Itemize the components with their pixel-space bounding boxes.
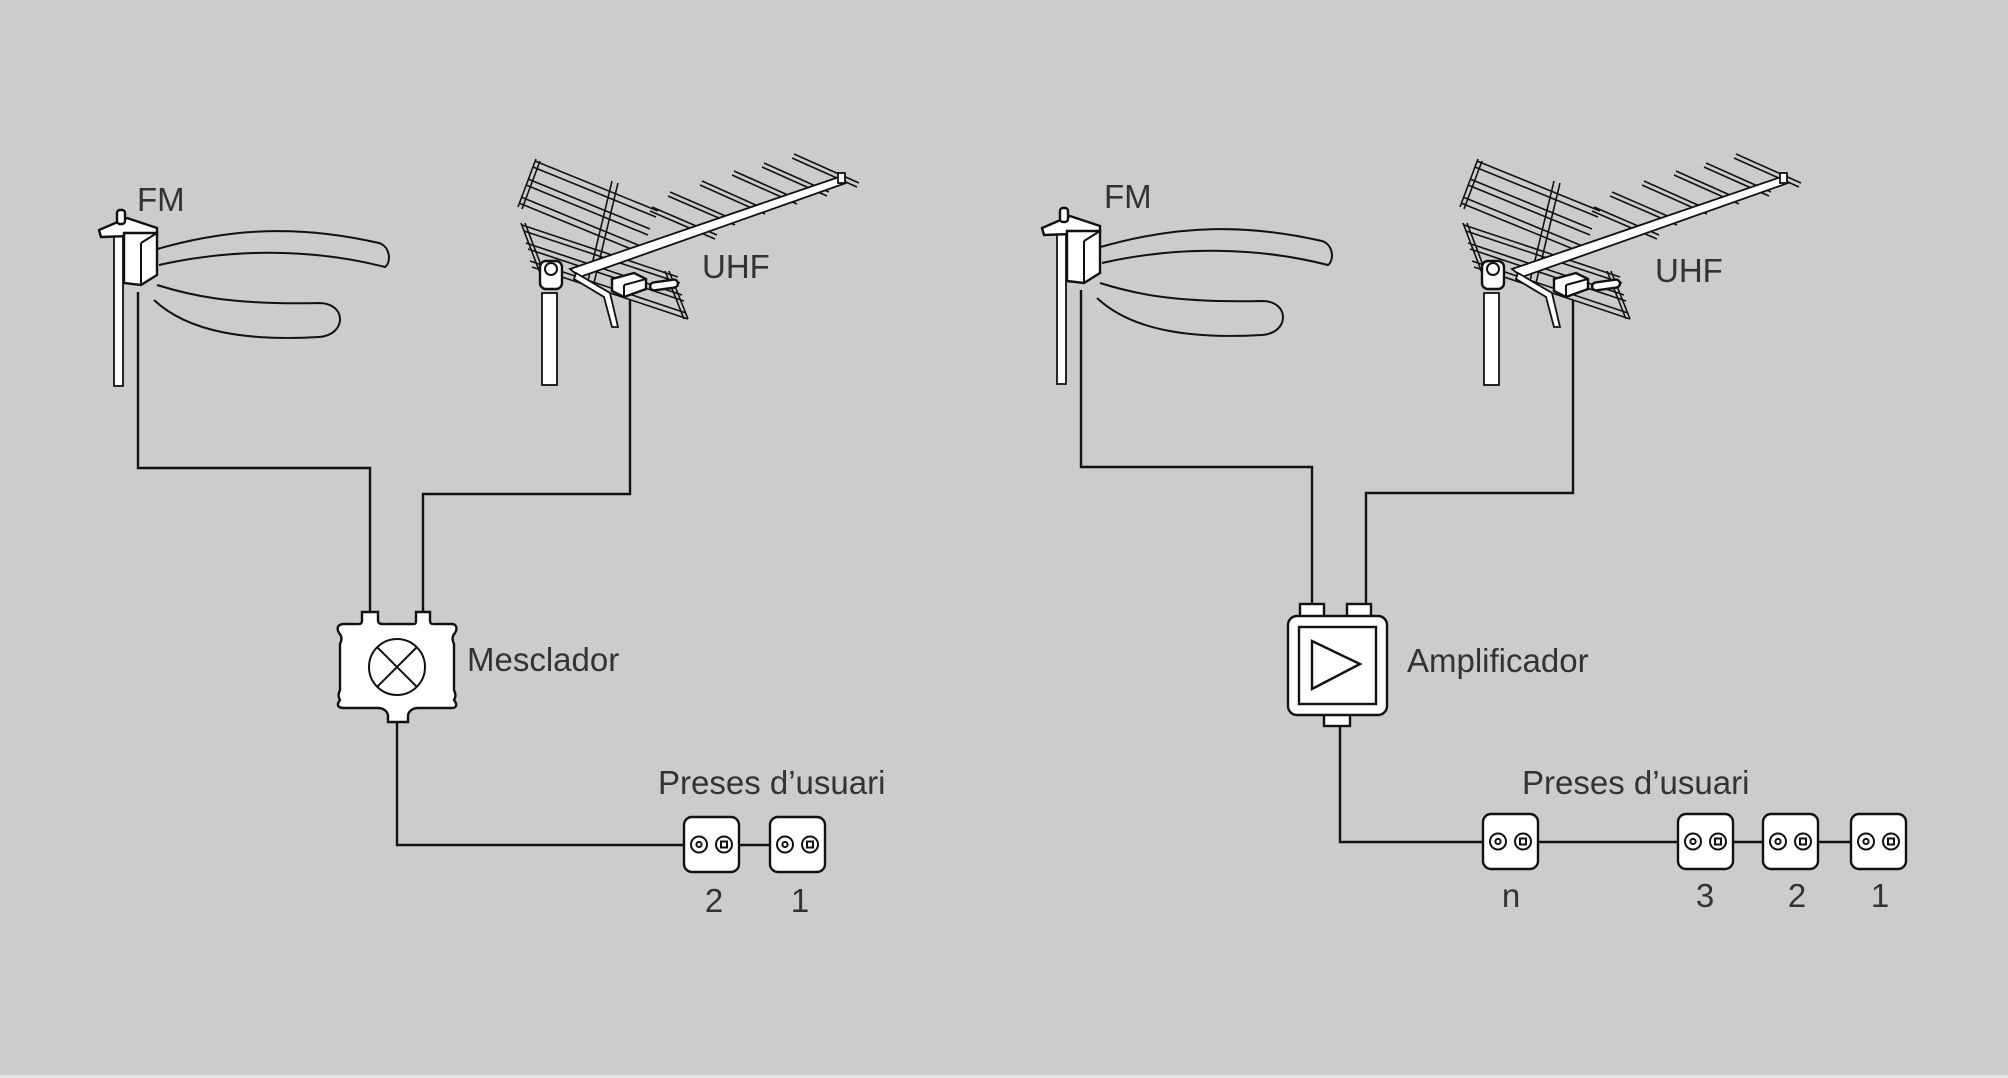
user-outlet-1 xyxy=(1849,812,1908,871)
outlets-label: Preses d’usuari xyxy=(1522,764,1749,801)
fm-label: FM xyxy=(137,181,185,218)
user-outlet-2 xyxy=(1761,812,1820,871)
user-outlet-1 xyxy=(768,815,827,874)
bottom-edge xyxy=(0,1075,2008,1078)
mixer-icon xyxy=(336,610,458,724)
uhf-label: UHF xyxy=(702,248,770,285)
outlet-number: n xyxy=(1502,877,1520,914)
fm-label: FM xyxy=(1104,178,1152,215)
outlet-number: 2 xyxy=(705,882,723,919)
amplifier-label: Amplificador xyxy=(1407,642,1589,679)
uhf-antenna-icon xyxy=(1458,152,1803,387)
outlets-label: Preses d’usuari xyxy=(658,764,885,801)
user-outlet-n xyxy=(1481,812,1540,871)
amplifier-icon xyxy=(1286,602,1389,728)
fm-cable xyxy=(136,292,372,612)
mixer-label: Mesclador xyxy=(467,641,619,678)
amplifier-system-diagram: FM UHF Amplificador Preses d’usuari n xyxy=(1040,152,1908,914)
outlet-number: 1 xyxy=(1871,877,1889,914)
mixer-system-diagram: FM UHF Mesclador Preses d’usuari 2 1 xyxy=(97,152,885,919)
output-cable xyxy=(1338,726,1483,844)
fm-antenna-icon xyxy=(1040,206,1334,386)
uhf-cable xyxy=(1364,300,1575,604)
uhf-cable xyxy=(421,300,632,612)
outlet-number: 3 xyxy=(1696,877,1714,914)
outlet-number: 1 xyxy=(791,882,809,919)
fm-antenna-icon xyxy=(97,208,391,388)
fm-cable xyxy=(1079,290,1314,604)
uhf-label: UHF xyxy=(1655,252,1723,289)
user-outlet-3 xyxy=(1676,812,1735,871)
outlet-number: 2 xyxy=(1788,877,1806,914)
uhf-antenna-icon xyxy=(516,152,861,387)
output-cable xyxy=(395,720,684,847)
user-outlet-2 xyxy=(682,815,741,874)
